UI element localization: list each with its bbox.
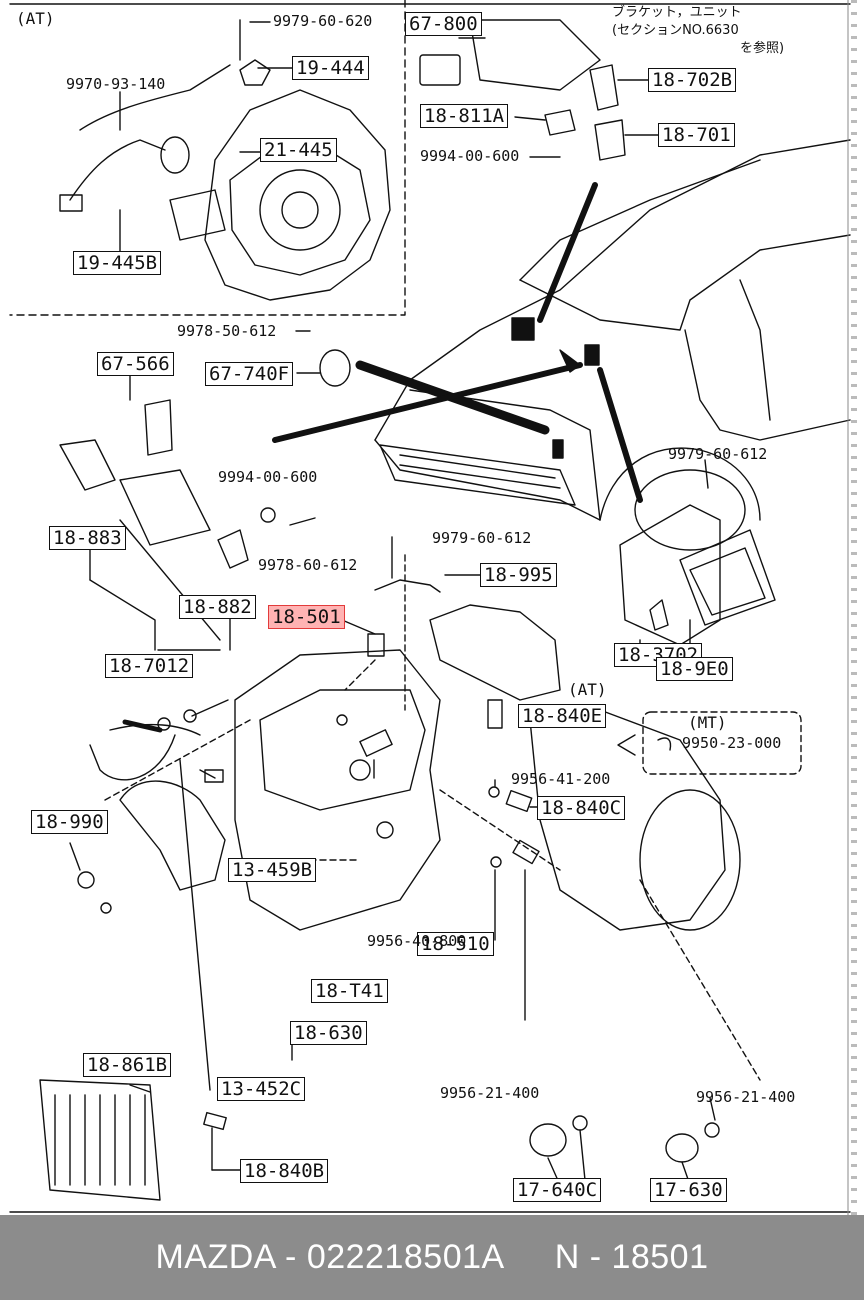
part-label-67-566[interactable]: 67-566 [97, 352, 174, 376]
part-label-18-840c[interactable]: 18-840C [537, 796, 626, 820]
part-label-17-640c[interactable]: 17-640C [513, 1178, 602, 1202]
footer-n-part-number: N - 18501 [554, 1238, 709, 1276]
part-label-18-990[interactable]: 18-990 [31, 810, 108, 834]
part-label-18-883[interactable]: 18-883 [49, 526, 126, 550]
part-number-9979-60-620: 9979-60-620 [273, 12, 373, 30]
part-number-9978-50-612: 9978-50-612 [177, 322, 277, 340]
part-label-18-840b[interactable]: 18-840B [240, 1159, 329, 1183]
part-number-9970-93-140: 9970-93-140 [66, 75, 166, 93]
right-edge-strip [847, 0, 857, 1215]
part-label-13-452c[interactable]: 13-452C [217, 1077, 306, 1101]
part-number-9994-00-600: 9994-00-600 [218, 468, 318, 486]
part-number-9956-21-400-right: 9956-21-400 [696, 1088, 796, 1106]
part-label-13-459b[interactable]: 13-459B [228, 858, 317, 882]
at-corner-label: (AT) [16, 9, 55, 28]
car-drawing [374, 139, 851, 551]
bracket-note-line3: を参照) [740, 41, 785, 56]
part-label-18-9e0[interactable]: 18-9E0 [656, 657, 733, 681]
part-label-18-995[interactable]: 18-995 [480, 563, 557, 587]
part-number-9956-21-400-left: 9956-21-400 [440, 1084, 540, 1102]
part-label-67-740f[interactable]: 67-740F [205, 362, 294, 386]
part-number-9956-40-800: 9956-40-800 [367, 932, 467, 950]
part-label-21-445[interactable]: 21-445 [260, 138, 337, 162]
footer-bar: MAZDA - 022218501A N - 18501 [0, 1215, 864, 1300]
part-label-18-861b[interactable]: 18-861B [83, 1053, 172, 1077]
diagram-drawing [9, 0, 851, 1213]
part-label-18-701[interactable]: 18-701 [658, 123, 735, 147]
part-label-18-811a[interactable]: 18-811A [420, 104, 509, 128]
part-label-18-840e[interactable]: 18-840E [518, 704, 607, 728]
engine-drawing [39, 604, 741, 1201]
bracket-note-line1: ブラケット，ユニット [612, 5, 742, 20]
part-label-19-444[interactable]: 19-444 [292, 56, 369, 80]
part-label-18-t41[interactable]: 18-T41 [311, 979, 388, 1003]
part-label-67-800[interactable]: 67-800 [405, 12, 482, 36]
mt-label: (MT) [688, 713, 727, 732]
part-label-18-630[interactable]: 18-630 [290, 1021, 367, 1045]
part-label-18-7012[interactable]: 18-7012 [105, 654, 194, 678]
part-label-18-510[interactable]: 18-510 [417, 932, 494, 956]
footer-brand-part-number: MAZDA - 022218501A [155, 1238, 505, 1276]
part-number-9978-60-612: 9978-60-612 [258, 556, 358, 574]
parts-diagram: (AT) ブラケット，ユニット (セクションNO.6630 を参照) (AT) … [9, 0, 857, 1215]
part-number-9979-60-612-center: 9979-60-612 [432, 529, 532, 547]
part-label-17-630[interactable]: 17-630 [650, 1178, 727, 1202]
at-label: (AT) [568, 680, 607, 699]
part-number-9950-23-000: 9950-23-000 [682, 734, 782, 752]
part-label-18-702b[interactable]: 18-702B [648, 68, 737, 92]
part-number-9979-60-612-right: 9979-60-612 [668, 445, 768, 463]
part-label-18-501-highlighted[interactable]: 18-501 [268, 605, 345, 629]
part-number-9956-41-200: 9956-41-200 [511, 770, 611, 788]
part-label-18-882[interactable]: 18-882 [179, 595, 256, 619]
at-transmission-drawing [59, 19, 391, 301]
part-number-9994-00-600-top: 9994-00-600 [420, 147, 520, 165]
bracket-note-line2: (セクションNO.6630 [612, 23, 739, 38]
part-label-19-445b[interactable]: 19-445B [73, 251, 162, 275]
